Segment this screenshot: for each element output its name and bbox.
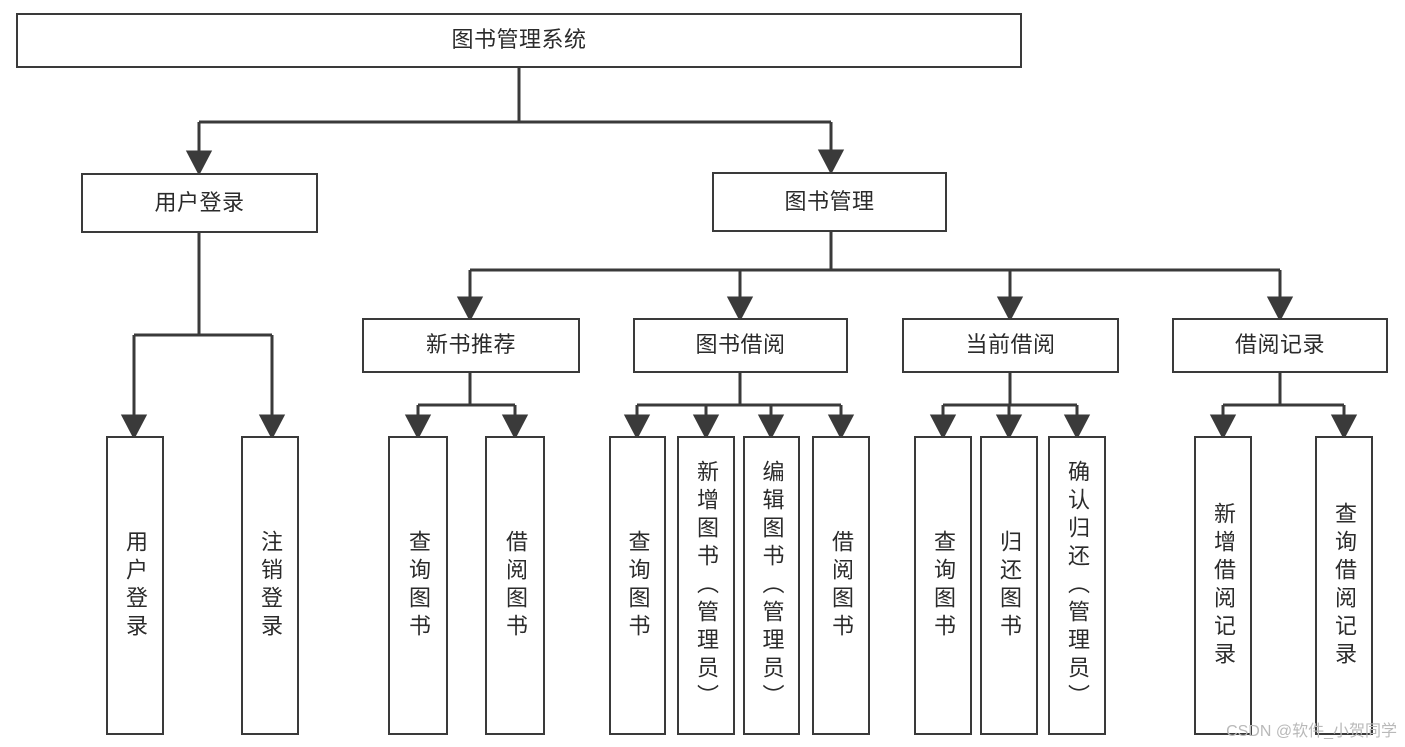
node-leaf-edit-book-label: 编辑图书（管理员） — [759, 459, 785, 712]
node-borrow-record-label: 借阅记录 — [1234, 332, 1325, 358]
node-new-book-rec[interactable]: 新书推荐 — [362, 318, 580, 373]
node-leaf-borrow-book-rec[interactable]: 借阅图书 — [485, 436, 545, 735]
node-leaf-query-book-cur[interactable]: 查询图书 — [914, 436, 972, 735]
node-book-manage-label: 图书管理 — [784, 188, 875, 214]
node-leaf-borrow-book-bor-label: 借阅图书 — [829, 529, 854, 642]
node-leaf-logout-label: 注销登录 — [258, 529, 283, 642]
node-leaf-add-book-label: 新增图书（管理员） — [694, 459, 719, 712]
node-root[interactable]: 图书管理系统 — [16, 13, 1022, 68]
node-user-login[interactable]: 用户登录 — [81, 173, 318, 233]
node-book-borrow-label: 图书借阅 — [695, 332, 786, 358]
node-leaf-query-book-bor-label: 查询图书 — [625, 529, 651, 642]
node-book-borrow[interactable]: 图书借阅 — [633, 318, 848, 373]
node-leaf-query-book-cur-label: 查询图书 — [931, 529, 956, 642]
node-user-login-label: 用户登录 — [154, 189, 245, 215]
node-leaf-confirm-return[interactable]: 确认归还（管理员） — [1048, 436, 1106, 735]
node-leaf-return-book-label: 归还图书 — [997, 529, 1022, 642]
node-leaf-return-book[interactable]: 归还图书 — [980, 436, 1038, 735]
node-leaf-edit-book[interactable]: 编辑图书（管理员） — [743, 436, 800, 735]
node-leaf-borrow-book-rec-label: 借阅图书 — [503, 529, 528, 642]
node-borrow-record[interactable]: 借阅记录 — [1172, 318, 1388, 373]
node-current-borrow-label: 当前借阅 — [965, 332, 1056, 358]
node-new-book-rec-label: 新书推荐 — [425, 332, 516, 358]
node-leaf-query-book-rec-label: 查询图书 — [406, 529, 431, 642]
node-leaf-query-record-label: 查询借阅记录 — [1332, 501, 1357, 670]
node-leaf-query-book-rec[interactable]: 查询图书 — [388, 436, 448, 735]
node-leaf-add-book[interactable]: 新增图书（管理员） — [677, 436, 735, 735]
node-leaf-query-book-bor[interactable]: 查询图书 — [609, 436, 666, 735]
node-leaf-logout[interactable]: 注销登录 — [241, 436, 299, 735]
node-current-borrow[interactable]: 当前借阅 — [902, 318, 1119, 373]
node-book-manage[interactable]: 图书管理 — [712, 172, 947, 232]
node-root-label: 图书管理系统 — [451, 27, 587, 53]
node-leaf-add-record[interactable]: 新增借阅记录 — [1194, 436, 1252, 735]
node-leaf-user-login-label: 用户登录 — [123, 529, 148, 642]
node-leaf-add-record-label: 新增借阅记录 — [1211, 501, 1236, 670]
node-leaf-confirm-return-label: 确认归还（管理员） — [1065, 459, 1090, 712]
node-leaf-query-record[interactable]: 查询借阅记录 — [1315, 436, 1373, 735]
node-leaf-user-login[interactable]: 用户登录 — [106, 436, 164, 735]
node-leaf-borrow-book-bor[interactable]: 借阅图书 — [812, 436, 870, 735]
